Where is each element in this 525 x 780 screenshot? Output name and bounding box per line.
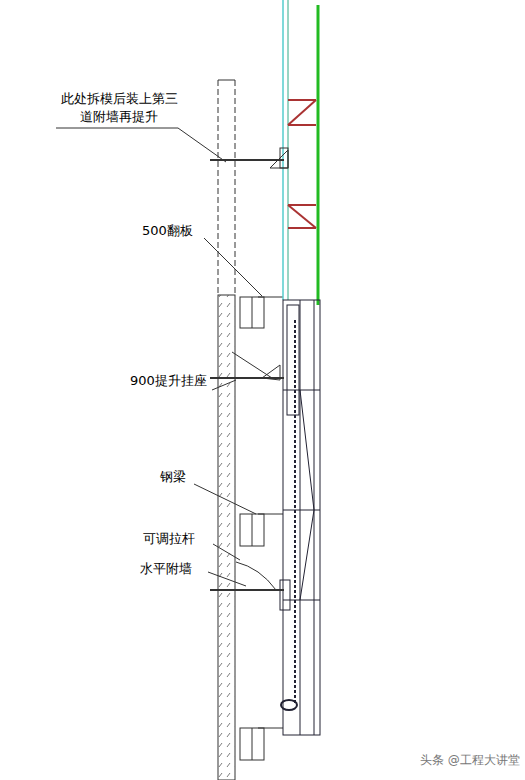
callout-label: 500翻板 (142, 222, 193, 240)
callout-label: 可调拉杆 (143, 530, 195, 548)
horizontal-attachment (210, 562, 284, 590)
top-attachment (210, 148, 288, 168)
callout-label: 此处拆模后装上第三道附墙再提升 (60, 90, 178, 125)
callout-label: 水平附墙 (140, 560, 192, 578)
steel-beams (240, 297, 283, 760)
leader-lines (56, 128, 262, 586)
callout-label: 钢梁 (160, 468, 186, 486)
lower-frame (280, 300, 320, 735)
watermark: 头条 @工程大讲堂 (420, 752, 520, 768)
lifting-seat (210, 352, 284, 380)
callout-label: 900提升挂座 (130, 372, 207, 390)
wall (218, 80, 235, 780)
